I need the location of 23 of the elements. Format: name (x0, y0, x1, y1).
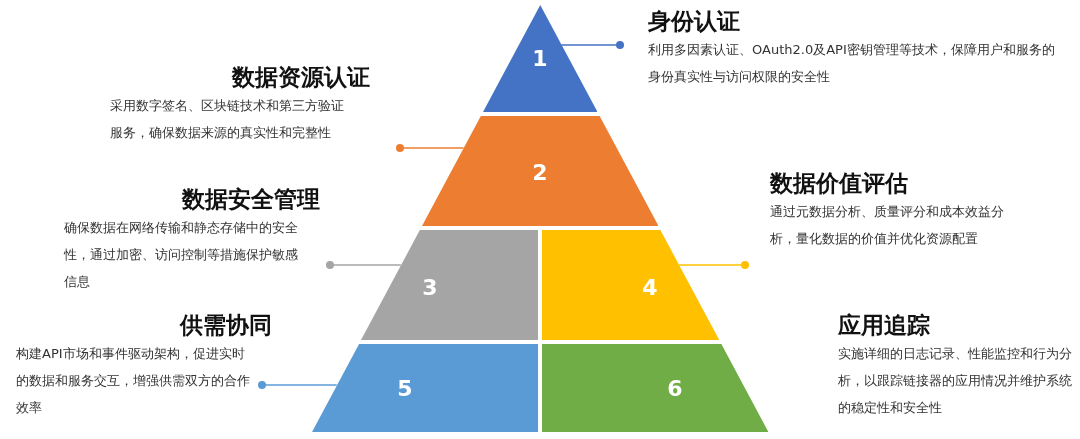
description: 实施详细的日志记录、性能监控和行为分析，以跟踪链接器的应用情况并维护系统的稳定性和安全性 (838, 345, 1073, 417)
description: 构建API市场和事件驱动架构，促进实时的数据和服务交互，增强供需双方的合作效率 (16, 345, 251, 417)
leader-line (396, 144, 465, 152)
leader-line (258, 381, 338, 389)
description: 采用数字签名、区块链技术和第三方验证服务，确保数据来源的真实性和完整性 (110, 97, 345, 142)
segment-number: 2 (532, 159, 548, 185)
heading: 数据资源认证 (230, 63, 370, 92)
segment-number: 4 (642, 274, 658, 300)
heading: 数据安全管理 (180, 185, 320, 214)
segment-number: 5 (397, 375, 413, 401)
heading: 供需协同 (178, 311, 272, 340)
description: 通过元数据分析、质量评分和成本效益分析，量化数据的价值并优化资源配置 (770, 203, 1005, 248)
segment-number: 1 (532, 45, 548, 71)
leader-line (678, 261, 749, 269)
description: 确保数据在网络传输和静态存储中的安全性，通过加密、访问控制等措施保护敏感信息 (64, 219, 299, 291)
segment-number: 3 (422, 274, 438, 300)
heading: 数据价值评估 (770, 169, 909, 198)
heading: 应用追踪 (838, 311, 931, 340)
leader-line (326, 261, 402, 269)
leader-line (560, 41, 624, 49)
heading: 身份认证 (648, 7, 741, 36)
description: 利用多因素认证、OAuth2.0及API密钥管理等技术，保障用户和服务的身份真实性与访问权限的安全性 (648, 41, 1056, 86)
segment-number: 6 (667, 375, 683, 401)
